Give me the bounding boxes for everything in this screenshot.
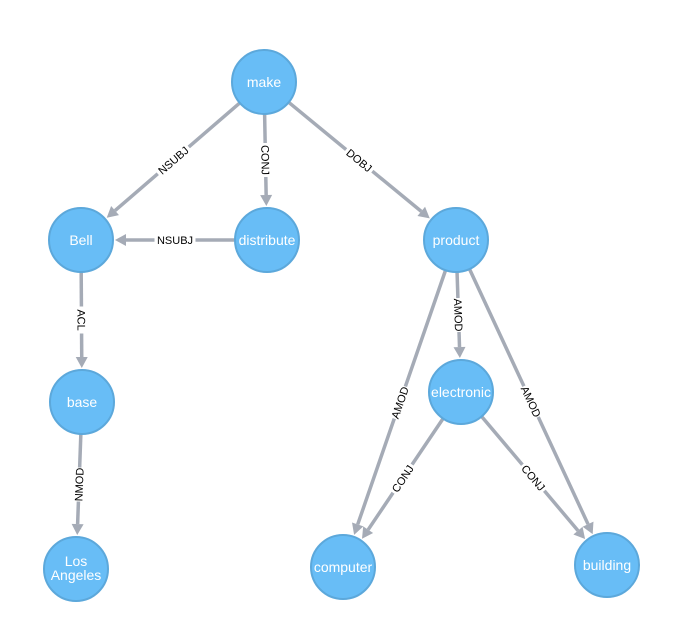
arrow-head bbox=[260, 194, 273, 207]
arrow-head bbox=[453, 346, 466, 359]
edge-label-group: AMOD bbox=[517, 383, 545, 420]
edge-electronic-building: CONJ bbox=[480, 415, 586, 540]
node-circle[interactable] bbox=[43, 536, 109, 602]
arrow-head bbox=[417, 206, 430, 219]
node-circle[interactable] bbox=[49, 369, 115, 435]
edges-layer: NSUBJ CONJ DOBJ NSUBJ ACL NMOD AMOD AMOD AMOD CON… bbox=[71, 100, 594, 540]
edge-label-background bbox=[517, 383, 545, 420]
node-circle[interactable] bbox=[574, 532, 640, 598]
edge-label-group: AMOD bbox=[387, 384, 412, 421]
edge-make-product: DOBJ bbox=[287, 100, 430, 219]
node-circle[interactable] bbox=[423, 207, 489, 273]
edge-label-background bbox=[258, 142, 273, 178]
node-base[interactable]: base bbox=[49, 369, 115, 435]
edge-bell-base: ACL bbox=[74, 271, 89, 369]
edge-label-background bbox=[387, 460, 418, 497]
edge-label-background bbox=[154, 233, 196, 247]
edge-label-background bbox=[517, 460, 550, 496]
edge-label-group: CONJ bbox=[258, 142, 273, 178]
edge-label-group: CONJ bbox=[387, 460, 418, 497]
node-circle[interactable] bbox=[310, 534, 376, 600]
edge-label-group: NSUBJ bbox=[154, 233, 196, 247]
edge-label-background bbox=[387, 384, 412, 421]
edge-label-background bbox=[153, 141, 194, 180]
edge-label-group: ACL bbox=[74, 306, 89, 334]
node-circle[interactable] bbox=[231, 49, 297, 115]
edge-label: NSUBJ bbox=[157, 235, 193, 247]
edge-label-group: DOBJ bbox=[341, 144, 377, 177]
node-make[interactable]: make bbox=[231, 49, 297, 115]
node-computer[interactable]: computer bbox=[310, 534, 376, 600]
node-product[interactable]: product bbox=[423, 207, 489, 273]
edge-make-bell: NSUBJ bbox=[106, 101, 241, 218]
node-circle[interactable] bbox=[48, 207, 114, 273]
arrow-head bbox=[352, 522, 364, 535]
edge-label-background bbox=[450, 297, 467, 333]
node-building[interactable]: building bbox=[574, 532, 640, 598]
node-circle[interactable] bbox=[428, 359, 494, 425]
edge-base-los_angeles: NMOD bbox=[71, 433, 87, 536]
edge-label-group: CONJ bbox=[517, 460, 550, 496]
arrow-head bbox=[115, 234, 126, 246]
edge-label-background bbox=[341, 144, 377, 177]
edge-label-background bbox=[71, 467, 87, 502]
edge-label-group: NSUBJ bbox=[153, 141, 194, 180]
edge-make-distribute: CONJ bbox=[258, 113, 273, 207]
edge-label: ACL bbox=[74, 309, 86, 330]
edge-label: NSUBJ bbox=[156, 145, 191, 178]
edge-label: AMOD bbox=[451, 298, 464, 331]
edge-product-electronic: AMOD bbox=[450, 271, 467, 359]
arrow-head bbox=[106, 206, 119, 218]
edge-label-group: AMOD bbox=[450, 297, 467, 333]
edge-distribute-bell: NSUBJ bbox=[115, 233, 235, 247]
arrow-head bbox=[362, 526, 374, 539]
node-electronic[interactable]: electronic bbox=[428, 359, 494, 425]
edge-label: CONJ bbox=[258, 145, 271, 175]
node-distribute[interactable]: distribute bbox=[234, 207, 300, 273]
arrow-head bbox=[582, 521, 594, 535]
arrow-head bbox=[573, 526, 586, 540]
arrow-head bbox=[75, 356, 88, 369]
edge-label-background bbox=[74, 306, 89, 334]
node-bell[interactable]: Bell bbox=[48, 207, 114, 273]
edge-label: NMOD bbox=[73, 467, 86, 501]
node-circle[interactable] bbox=[234, 207, 300, 273]
edge-label-group: NMOD bbox=[71, 467, 87, 502]
arrow-head bbox=[71, 523, 84, 536]
